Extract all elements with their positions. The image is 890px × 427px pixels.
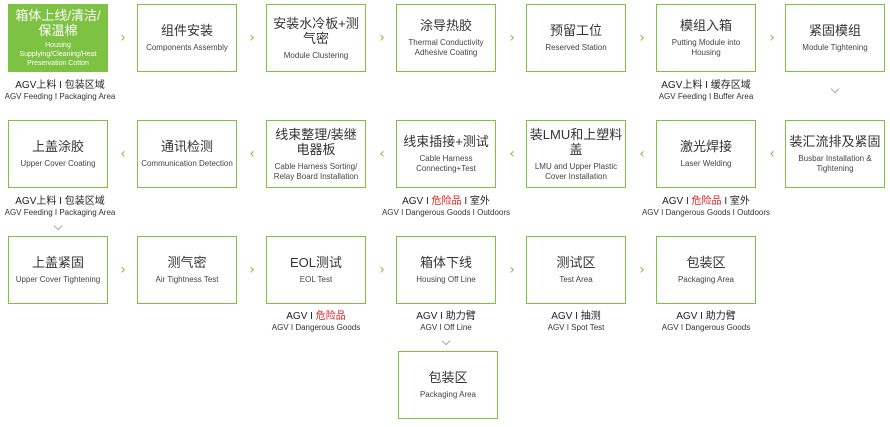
arrow-left-icon: ‹ [769, 146, 775, 162]
step-cable-harness-connecting[interactable]: 线束插接+测试 Cable Harness Connecting+Test [396, 120, 496, 188]
step-label-zh: 测试区 [556, 255, 596, 270]
station-note: AGV I 危险品 I 室外 AGV I Dangerous Goods I O… [381, 196, 511, 217]
step-label-zh: 安装水冷板+测气密 [273, 15, 359, 46]
step-label-zh: 包装区 [428, 370, 468, 385]
arrow-left-icon: ‹ [120, 146, 126, 162]
station-note: AGV I 助力臂 AGV I Dangerous Goods [661, 311, 751, 332]
step-adhesive-coating[interactable]: 涂导热胶 Thermal Conductivity Adhesive Coati… [396, 4, 496, 72]
step-label-en: Upper Cover Tightening [15, 275, 101, 284]
step-label-en: Air Tightness Test [155, 275, 219, 284]
step-eol-test[interactable]: EOL测试 EOL Test [266, 236, 366, 304]
step-label-zh: 组件安装 [160, 23, 213, 38]
step-label-zh: 装LMU和上塑料盖 [529, 126, 623, 157]
step-label-en: LMU and Upper Plastic Cover Installation [534, 161, 618, 181]
station-note: AGV上料 I 包装区域 AGV Feeding I Packaging Are… [4, 196, 116, 217]
step-components-assembly[interactable]: 组件安装 Components Assembly [137, 4, 237, 72]
step-label-en: Housing Off Line [416, 275, 476, 284]
arrow-down-icon: ⌵ [830, 82, 840, 96]
arrow-right-icon: › [120, 30, 126, 46]
station-note: AGV I 抽测 AGV I Spot Test [547, 311, 605, 332]
step-module-clustering[interactable]: 安装水冷板+测气密 Module Clustering [266, 4, 366, 72]
step-label-en: Components Assembly [146, 43, 228, 52]
step-label-zh: 预留工位 [549, 23, 602, 38]
arrow-right-icon: › [639, 30, 645, 46]
step-label-en: Module Clustering [283, 50, 349, 60]
step-air-tightness-test[interactable]: 测气密 Air Tightness Test [137, 236, 237, 304]
step-communication-detection[interactable]: 通讯检测 Communication Detection [137, 120, 237, 188]
step-lmu-installation[interactable]: 装LMU和上塑料盖 LMU and Upper Plastic Cover In… [526, 120, 626, 188]
step-label-zh: 上盖紧固 [31, 255, 84, 270]
station-note: AGV I 危险品 AGV I Dangerous Goods [271, 311, 361, 332]
arrow-left-icon: ‹ [249, 146, 255, 162]
arrow-right-icon: › [769, 30, 775, 46]
arrow-right-icon: › [639, 262, 645, 278]
step-label-en: Cable Harness Sorting/ Relay Board Insta… [273, 161, 359, 181]
step-label-en: Communication Detection [141, 159, 233, 168]
step-reserved-station[interactable]: 预留工位 Reserved Station [526, 4, 626, 72]
arrow-left-icon: ‹ [509, 146, 515, 162]
station-note: AGV上料 I 缓存区域 AGV Feeding I Buffer Area [658, 80, 754, 101]
step-label-zh: 紧固模组 [808, 23, 861, 38]
step-label-en: Busbar Installation & Tightening [798, 154, 872, 173]
arrow-right-icon: › [249, 30, 255, 46]
step-packaging-area[interactable]: 包装区 Packaging Area [656, 236, 756, 304]
step-label-en: Putting Module into Housing [671, 38, 741, 57]
step-label-en: Cable Harness Connecting+Test [416, 154, 476, 173]
arrow-right-icon: › [120, 262, 126, 278]
step-module-into-housing[interactable]: 模组入箱 Putting Module into Housing [656, 4, 756, 72]
station-note: AGV I 危险品 I 室外 AGV I Dangerous Goods I O… [641, 196, 771, 217]
station-note: AGV上料 I 包装区域 AGV Feeding I Packaging Are… [4, 80, 116, 101]
step-label-zh: 通讯检测 [160, 139, 213, 154]
step-cable-harness-sorting[interactable]: 线束整理/装继电器板 Cable Harness Sorting/ Relay … [266, 120, 366, 188]
arrow-right-icon: › [379, 262, 385, 278]
arrow-left-icon: ‹ [639, 146, 645, 162]
arrow-right-icon: › [249, 262, 255, 278]
step-label-zh: 线束插接+测试 [403, 134, 489, 149]
step-label-zh: 测气密 [167, 255, 207, 270]
step-label-zh: 涂导热胶 [419, 18, 472, 33]
arrow-down-icon: ⌵ [441, 334, 451, 348]
step-label-en: Laser Welding [680, 159, 732, 168]
step-label-zh: 包装区 [686, 255, 726, 270]
arrow-right-icon: › [509, 30, 515, 46]
step-label-zh: 装汇流排及紧固 [789, 134, 881, 149]
arrow-down-icon: ⌵ [53, 219, 63, 233]
step-upper-cover-tightening[interactable]: 上盖紧固 Upper Cover Tightening [8, 236, 108, 304]
station-note: AGV I 助力臂 AGV I Off Line [416, 311, 476, 332]
step-label-en: Test Area [559, 275, 593, 284]
step-packaging-area-final[interactable]: 包装区 Packaging Area [398, 351, 498, 419]
step-label-en: Thermal Conductivity Adhesive Coating [408, 38, 484, 57]
step-housing-off-line[interactable]: 箱体下线 Housing Off Line [396, 236, 496, 304]
step-label-en: Packaging Area [419, 390, 477, 399]
step-label-zh: EOL测试 [289, 255, 342, 270]
step-module-tightening[interactable]: 紧固模组 Module Tightening [785, 4, 885, 72]
step-label-zh: 箱体上线/清洁/保温棉 [15, 8, 101, 38]
arrow-right-icon: › [509, 262, 515, 278]
step-label-zh: 上盖涂胶 [31, 139, 84, 154]
step-label-en: EOL Test [299, 275, 333, 284]
arrow-left-icon: ‹ [379, 146, 385, 162]
step-label-zh: 激光焊接 [679, 139, 732, 154]
step-test-area[interactable]: 测试区 Test Area [526, 236, 626, 304]
step-busbar-installation[interactable]: 装汇流排及紧固 Busbar Installation & Tightening [785, 120, 885, 188]
step-housing-supplying[interactable]: 箱体上线/清洁/保温棉 Housing Supplying/Cleaning/H… [8, 4, 108, 72]
step-label-zh: 模组入箱 [679, 18, 732, 33]
step-label-zh: 箱体下线 [419, 255, 472, 270]
step-upper-cover-coating[interactable]: 上盖涂胶 Upper Cover Coating [8, 120, 108, 188]
step-label-en: Housing Supplying/Cleaning/Heat Preserva… [19, 42, 97, 67]
step-label-en: Upper Cover Coating [20, 159, 96, 168]
step-laser-welding[interactable]: 激光焊接 Laser Welding [656, 120, 756, 188]
step-label-en: Reserved Station [545, 43, 607, 52]
step-label-zh: 线束整理/装继电器板 [275, 126, 357, 157]
step-label-en: Module Tightening [802, 43, 868, 52]
step-label-en: Packaging Area [677, 275, 735, 284]
arrow-right-icon: › [379, 30, 385, 46]
